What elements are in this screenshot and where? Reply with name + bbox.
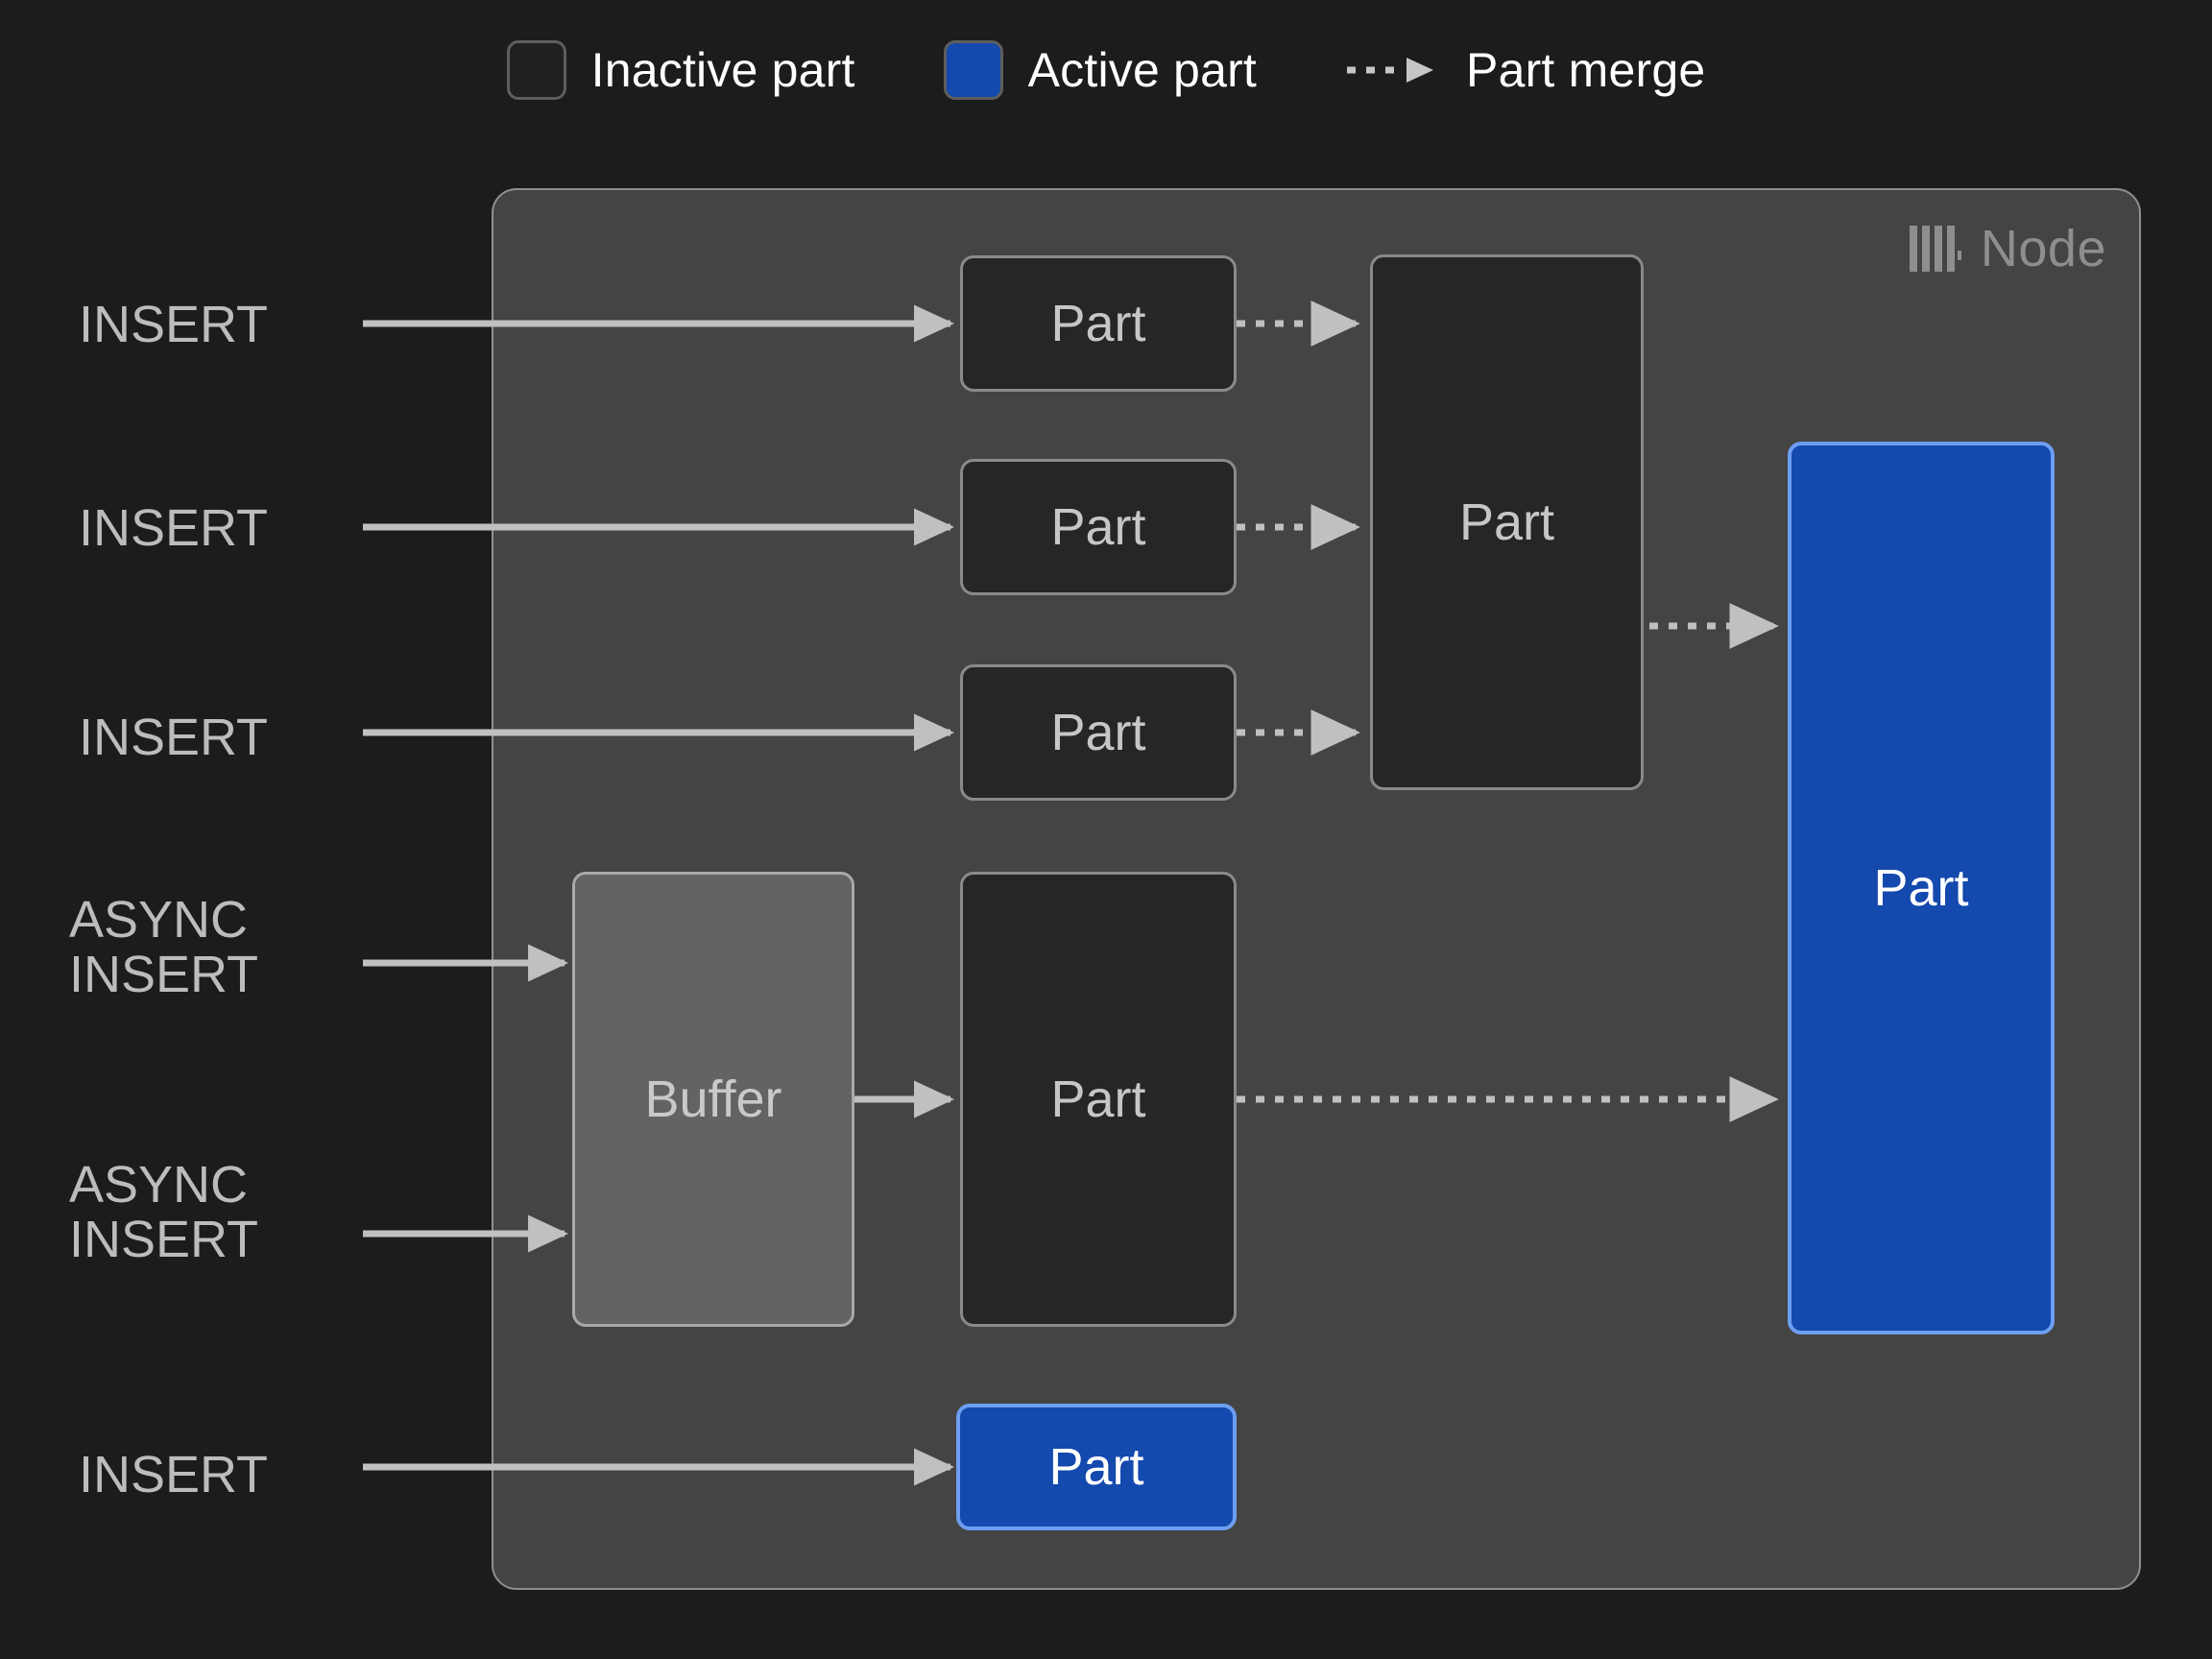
part-box-label: Part [1050, 498, 1146, 556]
part-box-from-buffer[interactable]: Part [960, 872, 1237, 1327]
legend-item-active-part: Active part [943, 40, 1258, 100]
source-label-insert-4: INSERT [79, 1446, 269, 1503]
legend-label-part-merge: Part merge [1466, 43, 1706, 97]
buffer-box[interactable]: Buffer [572, 872, 854, 1327]
source-label-async-insert-2: ASYNC INSERT [69, 1156, 259, 1269]
source-label-async-insert-1: ASYNC INSERT [69, 891, 259, 1004]
part-box-label: Part [1050, 1070, 1146, 1128]
part-box-row-1[interactable]: Part [960, 255, 1237, 392]
node-label: Node [1980, 220, 2106, 277]
part-box-row-3[interactable]: Part [960, 664, 1237, 801]
part-box-merged[interactable]: Part [1370, 254, 1644, 790]
part-box-label: Part [1873, 859, 1969, 917]
legend: Inactive part Active part Part merge [0, 0, 2212, 140]
part-box-label: Part [1458, 493, 1555, 551]
inactive-part-swatch [506, 40, 566, 100]
buffer-box-label: Buffer [644, 1070, 782, 1128]
dashed-arrow-icon [1347, 58, 1434, 83]
legend-item-part-merge: Part merge [1345, 42, 1705, 98]
active-part-swatch [943, 40, 1003, 100]
source-label-insert-2: INSERT [79, 499, 269, 557]
part-box-label: Part [1050, 295, 1146, 352]
legend-item-inactive-part: Inactive part [506, 40, 855, 100]
source-label-insert-1: INSERT [79, 296, 269, 353]
part-box-final-active[interactable]: Part [1788, 442, 2055, 1334]
source-label-insert-3: INSERT [79, 709, 269, 766]
part-box-direct-active[interactable]: Part [956, 1404, 1237, 1530]
part-box-row-2[interactable]: Part [960, 459, 1237, 595]
node-badge: Node [1908, 219, 2106, 278]
legend-label-inactive-part: Inactive part [590, 43, 855, 97]
part-box-label: Part [1048, 1438, 1144, 1496]
part-box-label: Part [1050, 704, 1146, 761]
clickhouse-logo-icon [1909, 226, 1961, 272]
legend-label-active-part: Active part [1027, 43, 1258, 97]
